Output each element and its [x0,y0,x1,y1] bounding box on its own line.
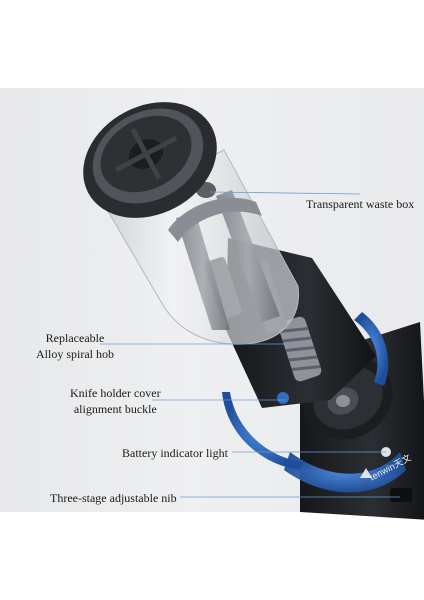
waste-box-lid [83,102,217,218]
spiral-hob-label-line1: Replaceable [45,331,105,345]
nib-icon [390,488,412,502]
leader-lines [100,191,400,498]
knife-holder-label-line2: alignment buckle [73,402,157,416]
nib-label: Three-stage adjustable nib [50,491,177,505]
battery-light-label: Battery indicator light [122,446,228,460]
brand-logo-icon [360,468,372,478]
spiral-hob-label-line2: Alloy spiral hob [36,347,114,361]
waste-box-label: Transparent waste box [306,197,415,211]
spiral-hob-label: Replaceable Alloy spiral hob [36,330,114,362]
knife-holder-label-line1: Knife holder cover [70,386,161,400]
knife-holder-label: Knife holder cover alignment buckle [70,385,161,417]
